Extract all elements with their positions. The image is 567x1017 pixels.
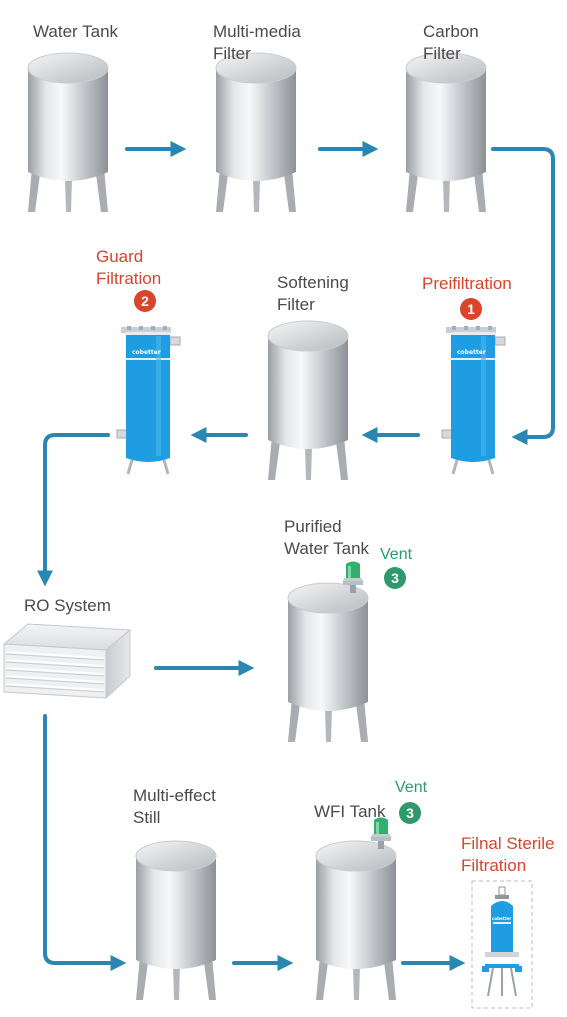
label-vent-wfi: Vent: [395, 779, 428, 796]
guard-filter-housing: cobetter: [116, 326, 181, 475]
label-softening-filter: Softening Filter: [277, 272, 349, 316]
step-badge-guard: 2: [134, 290, 156, 312]
label-multimedia-filter: Multi-media Filter: [213, 21, 301, 65]
step-badge-prefiltration: 1: [460, 298, 482, 320]
label-multi-effect-still: Multi-effect Still: [133, 785, 216, 829]
arrow-ro-to-still: [43, 714, 127, 971]
arrow-guard-to-ro: [37, 433, 110, 587]
label-prefiltration: Preifiltration: [422, 274, 512, 293]
ro-system-unit: [2, 623, 132, 700]
step-badge-vent-purified: 3: [384, 567, 406, 589]
label-wfi-tank: WFI Tank: [314, 802, 386, 821]
label-vent-purified: Vent: [380, 546, 413, 563]
label-water-tank: Water Tank: [33, 22, 119, 41]
label-ro-system: RO System: [24, 596, 111, 615]
purified-tank-vent-filter: [343, 561, 363, 593]
multimedia-filter-vessel: [215, 52, 297, 212]
prefiltration-filter-housing: cobetter: [441, 326, 506, 475]
wfi-tank-vent-filter: [371, 817, 391, 849]
label-purified-water-tank-line1: Purified: [284, 517, 342, 536]
label-guard-filtration-line1: Guard: [96, 247, 144, 266]
wfi-tank-vessel: [315, 840, 397, 1000]
final-filter-brand: cobetter: [492, 916, 511, 921]
label-multimedia-filter-line1: Multi-media: [213, 22, 301, 41]
step-badge-vent-wfi: 3: [399, 802, 421, 824]
label-purified-water-tank: Purified Water Tank: [284, 516, 369, 560]
label-final-sterile-filtration-line2: Filtration: [461, 856, 527, 875]
label-carbon-filter: Carbon Filter: [423, 21, 479, 65]
carbon-filter-vessel: [405, 52, 487, 212]
final-sterile-filter-assembly: cobetter: [471, 880, 533, 1009]
label-carbon-filter-line2: Filter: [423, 44, 461, 63]
label-multi-effect-still-line1: Multi-effect: [133, 786, 216, 805]
label-final-sterile-filtration-line1: Filnal Sterile: [461, 834, 555, 853]
water-tank-vessel: [27, 52, 109, 212]
softening-filter-vessel: [267, 320, 349, 480]
label-final-sterile-filtration: Filnal Sterile Filtration: [461, 833, 555, 877]
guard-filter-brand: cobetter: [132, 349, 161, 356]
label-guard-filtration-line2: Filtration: [96, 269, 162, 288]
label-purified-water-tank-line2: Water Tank: [284, 539, 370, 558]
label-multi-effect-still-line2: Still: [133, 808, 161, 827]
arrow-carbon-to-prefiltration: [491, 147, 555, 445]
label-carbon-filter-line1: Carbon: [423, 22, 479, 41]
label-softening-filter-line2: Filter: [277, 295, 315, 314]
label-multimedia-filter-line2: Filter: [213, 44, 251, 63]
multi-effect-still-vessel: [135, 840, 217, 1000]
label-softening-filter-line1: Softening: [277, 273, 349, 292]
label-guard-filtration: Guard Filtration: [96, 246, 161, 290]
purified-water-tank-vessel: [287, 582, 369, 742]
prefiltration-filter-brand: cobetter: [457, 349, 486, 356]
